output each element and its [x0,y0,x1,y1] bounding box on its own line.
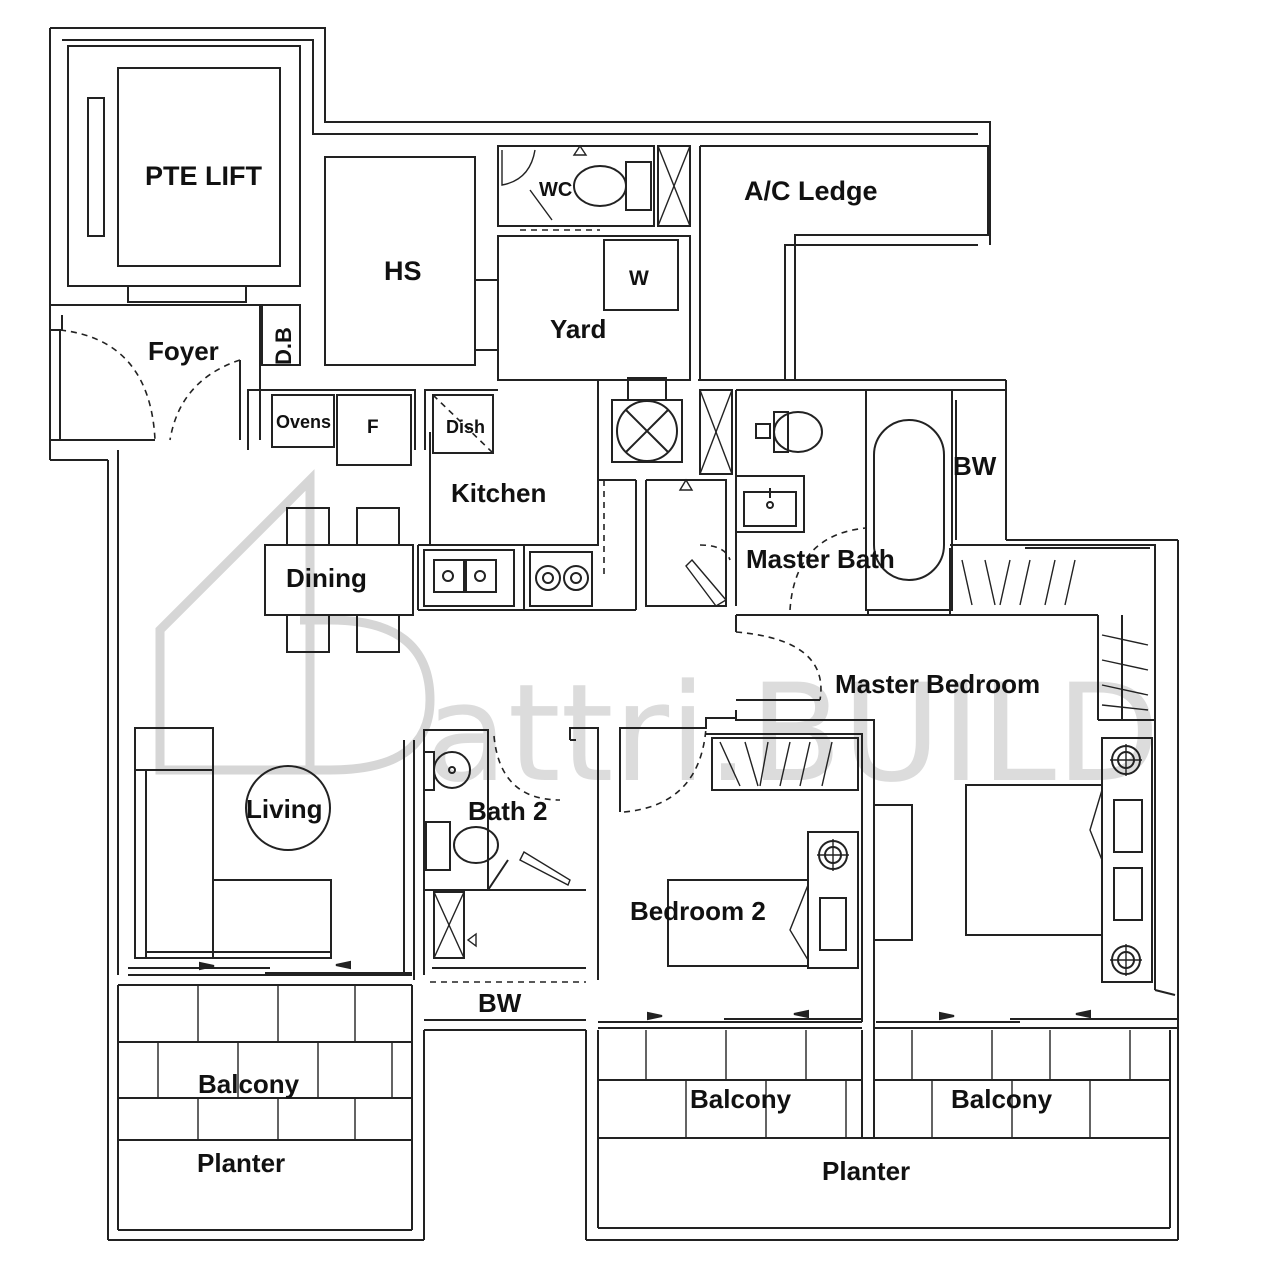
label-living: Living [246,794,323,824]
label-pte-lift: PTE LIFT [145,161,262,191]
label-bath-2: Bath 2 [468,796,547,826]
label-balcony-left: Balcony [198,1069,300,1099]
label-master-bedroom: Master Bedroom [835,669,1040,699]
label-bw-lower: BW [478,988,522,1018]
yard: W Yard [497,235,691,381]
ac-ledge: A/C Ledge [699,145,989,380]
label-dining: Dining [286,563,367,593]
household-shelter: HS [324,156,498,366]
label-bedroom-2: Bedroom 2 [630,896,766,926]
label-kitchen: Kitchen [451,478,546,508]
label-ovens: Ovens [276,412,331,432]
dining: Dining [264,507,414,653]
label-yard: Yard [550,314,606,344]
bath-2: Bath 2 [403,727,599,980]
pte-lift: PTE LIFT [67,45,301,303]
label-bw-master: BW [953,451,997,481]
label-planter-left: Planter [197,1148,285,1178]
label-planter-right: Planter [822,1156,910,1186]
exhaust-duct [611,377,733,475]
wc: WC [497,144,691,231]
label-ac-ledge: A/C Ledge [744,176,878,206]
label-dish: Dish [446,417,485,437]
label-washer: W [629,267,649,290]
label-db: D.B [271,327,296,365]
label-balcony-mid: Balcony [690,1084,792,1114]
master-bath: BW Master Bath [645,389,1007,611]
watermark: attri.BUILD [155,469,1160,812]
label-foyer: Foyer [148,336,219,366]
label-hs: HS [384,256,422,286]
label-master-bath: Master Bath [746,544,895,574]
balcony-right: Balcony Balcony Planter [597,1030,1171,1229]
bay-window-lower: BW [424,981,586,1021]
outer-walls [49,27,1179,1241]
bedroom-2: Bedroom 2 [598,710,863,1023]
label-wc: WC [539,179,572,201]
label-fridge: F [367,417,379,438]
master-wardrobe [736,544,1156,990]
kitchen: Ovens F Dish Kitchen [247,379,637,611]
label-balcony-right: Balcony [951,1084,1053,1114]
living: Living [128,727,412,976]
sliding-doors [598,1009,1178,1029]
foyer: D.B Foyer [49,304,301,441]
balcony-left: Balcony Planter [117,984,413,1231]
